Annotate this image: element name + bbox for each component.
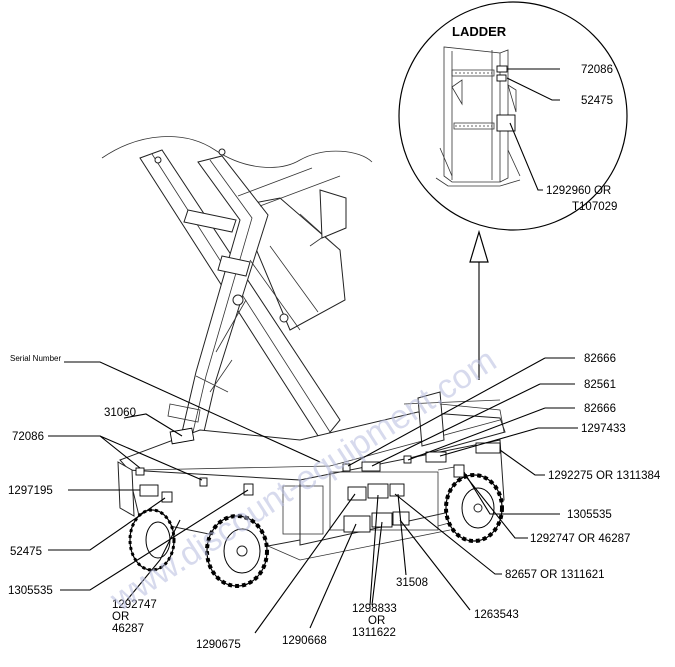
decal-1290675 bbox=[347, 486, 367, 501]
decal-1290668 bbox=[343, 515, 371, 533]
decal-31508 bbox=[389, 483, 405, 497]
decal-1298833-b bbox=[371, 512, 393, 528]
label-31508: 31508 bbox=[396, 577, 428, 589]
leader-lines bbox=[48, 357, 578, 634]
decal-82666-b bbox=[403, 455, 412, 464]
label-1292275: 1292275 OR 1311384 bbox=[548, 470, 661, 482]
decal-1305535-rear bbox=[453, 464, 465, 478]
decal-82666-a bbox=[342, 463, 351, 472]
label-31060: 31060 bbox=[104, 407, 136, 419]
label-1297195: 1297195 bbox=[8, 485, 53, 497]
label-1292747-right: 1292747 OR 46287 bbox=[530, 533, 630, 545]
label-1298833-or: OR bbox=[368, 615, 385, 627]
decal-1292275 bbox=[475, 442, 501, 454]
inset-title: LADDER bbox=[452, 24, 507, 39]
label-52475-inset: 52475 bbox=[581, 95, 613, 107]
decal-52475 bbox=[161, 491, 173, 503]
label-1290668: 1290668 bbox=[282, 635, 327, 647]
label-46287-left: 46287 bbox=[112, 623, 144, 635]
label-1290675: 1290675 bbox=[196, 639, 241, 651]
wheel-front-right bbox=[205, 514, 269, 588]
label-82666-a: 82666 bbox=[584, 353, 616, 365]
label-1292747-or: OR bbox=[112, 611, 129, 623]
label-82657: 82657 OR 1311621 bbox=[505, 569, 605, 581]
label-82666-b: 82666 bbox=[584, 403, 616, 415]
label-1298833: 1298833 bbox=[352, 603, 397, 615]
label-1292960: 1292960 OR bbox=[546, 185, 611, 197]
label-72086-inset: 72086 bbox=[581, 64, 613, 76]
decal-1297195 bbox=[139, 484, 159, 497]
decal-1297433 bbox=[425, 451, 447, 463]
label-T107029: T107029 bbox=[572, 201, 617, 213]
scissor-lift-drawing bbox=[101, 136, 506, 588]
ladder-inset: LADDER 72086 52475 1292960 OR T107029 bbox=[398, 1, 628, 231]
label-1292747-left: 1292747 bbox=[112, 599, 157, 611]
decal-1305535-front bbox=[243, 483, 254, 496]
label-52475: 52475 bbox=[10, 546, 42, 558]
ladder-drawing bbox=[435, 46, 521, 187]
label-1305535-right: 1305535 bbox=[567, 509, 612, 521]
inset-decal-52475 bbox=[496, 74, 507, 82]
label-72086: 72086 bbox=[12, 431, 44, 443]
label-serial-number: Serial Number bbox=[10, 354, 61, 363]
label-82561: 82561 bbox=[584, 379, 616, 391]
inset-arrow bbox=[469, 229, 489, 380]
inset-decal-1292960 bbox=[496, 114, 516, 132]
label-1305535-left: 1305535 bbox=[8, 585, 53, 597]
inset-decal-72086 bbox=[496, 65, 508, 73]
decal-72086-front bbox=[135, 467, 145, 476]
part-labels: Serial Number 82666 82561 82666 31060 72… bbox=[8, 353, 661, 651]
decal-front-small bbox=[199, 477, 208, 487]
label-1263543: 1263543 bbox=[474, 609, 519, 621]
label-1297433: 1297433 bbox=[581, 423, 626, 435]
label-1311622: 1311622 bbox=[352, 627, 396, 639]
decal-82561 bbox=[361, 461, 381, 472]
wheel-rear-right bbox=[444, 473, 504, 543]
